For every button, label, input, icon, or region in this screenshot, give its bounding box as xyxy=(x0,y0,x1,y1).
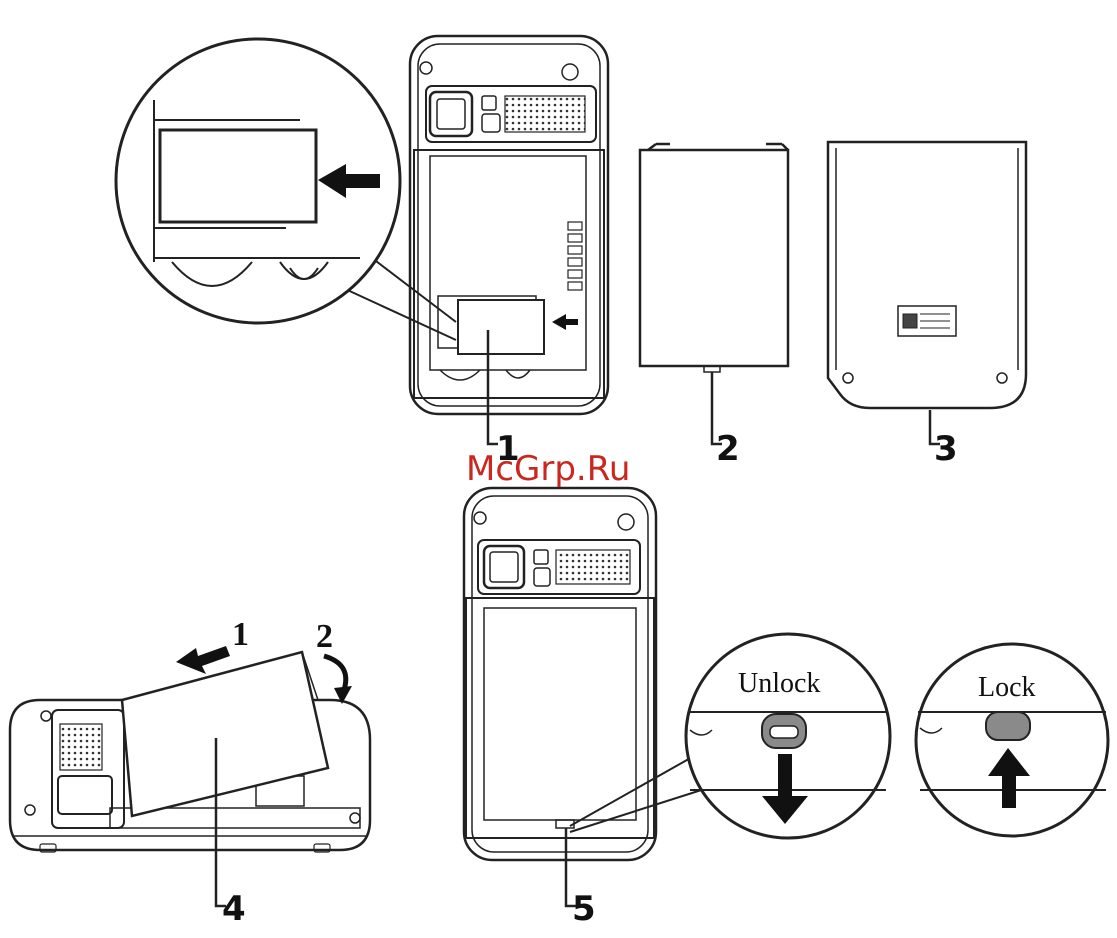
phone-back-bottom xyxy=(464,488,656,860)
unlock-label: Unlock xyxy=(738,670,820,698)
callout-label-2: 2 xyxy=(716,432,740,466)
callout-label-5: 5 xyxy=(572,892,596,926)
tilted-battery xyxy=(122,652,328,816)
battery-cover xyxy=(828,142,1026,408)
step-2-arrow xyxy=(324,656,346,690)
lock-label: Lock xyxy=(978,674,1036,702)
step-2-label: 2 xyxy=(316,620,333,654)
battery xyxy=(640,144,788,372)
callout-label-3: 3 xyxy=(934,432,958,466)
step-1-arrow xyxy=(176,646,230,674)
step-1-label: 1 xyxy=(232,618,249,652)
phone-back-top xyxy=(410,36,608,414)
watermark: McGrp.Ru xyxy=(466,452,630,486)
sim-magnifier xyxy=(116,39,400,323)
callout-label-4: 4 xyxy=(222,892,246,926)
insert-arrow-small xyxy=(552,314,578,330)
unlock-magnifier xyxy=(686,634,890,838)
